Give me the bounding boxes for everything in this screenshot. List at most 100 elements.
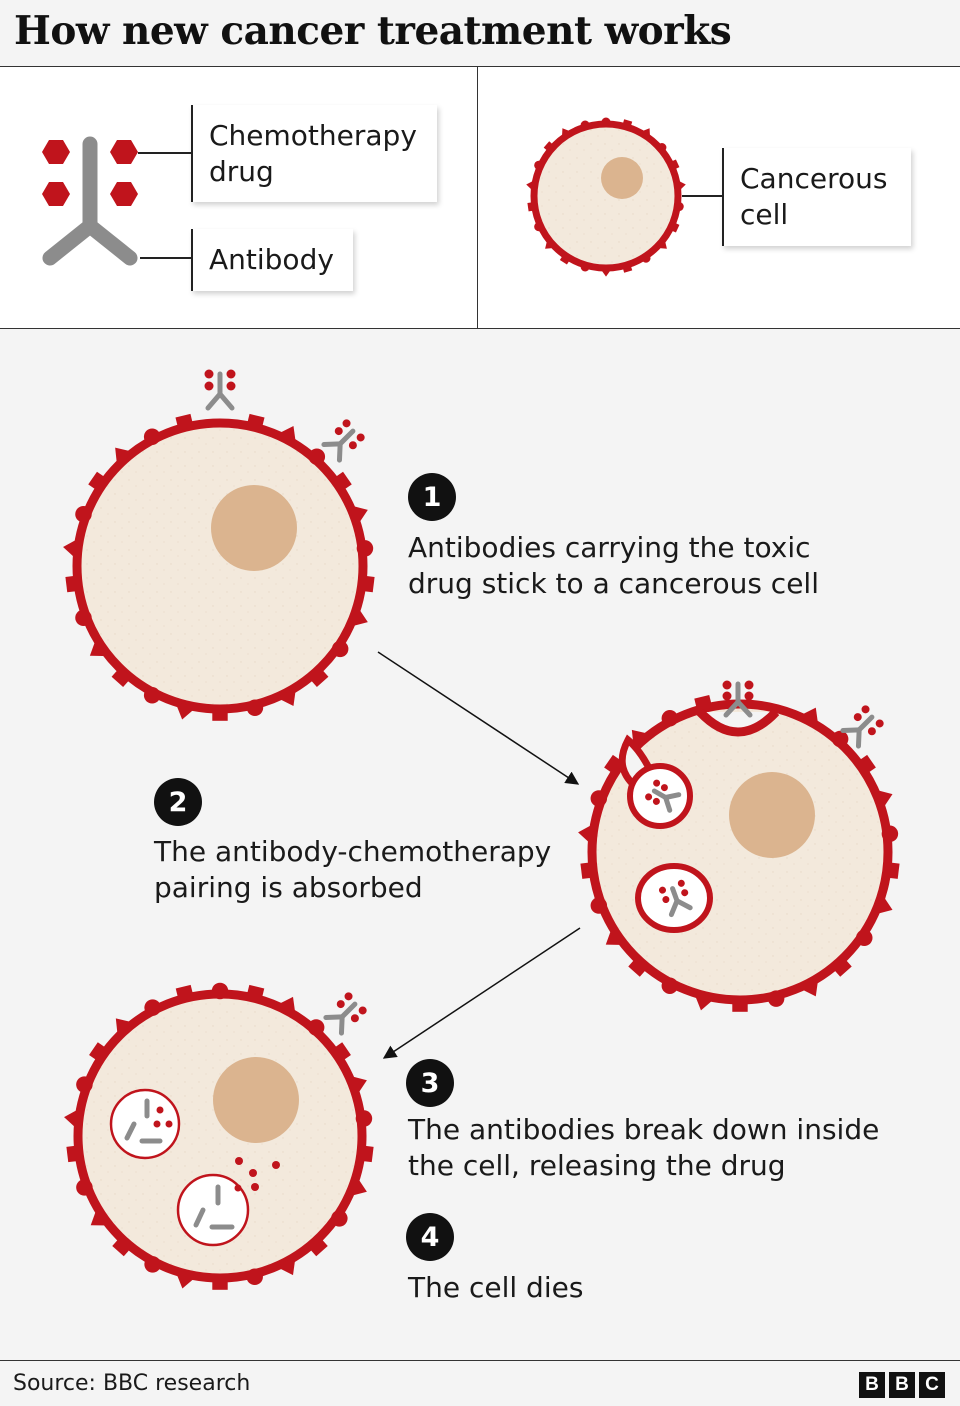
membrane-bump (90, 1207, 110, 1226)
membrane-bump (144, 999, 161, 1016)
membrane-bump (578, 823, 595, 846)
membrane-bump (115, 1018, 135, 1038)
membrane-bump (881, 825, 899, 843)
footer-rule (0, 1360, 960, 1361)
membrane-bump (308, 448, 326, 465)
membrane-bump (639, 128, 651, 139)
membrane-bump (111, 666, 132, 687)
membrane-bump (601, 117, 611, 127)
step-2-number: 2 (154, 778, 202, 826)
membrane-bump (76, 1076, 93, 1093)
membrane-bump (798, 707, 819, 727)
key-antibody-drug-icon (42, 136, 192, 266)
membrane-bump (246, 1268, 263, 1286)
membrane-bump (545, 238, 556, 249)
key-divider (477, 67, 478, 328)
membrane-bump (331, 1042, 351, 1063)
membrane-bump (732, 998, 748, 1012)
membrane-bump (527, 202, 536, 212)
membrane-bump (534, 222, 544, 232)
membrane-bump (175, 413, 194, 431)
cell-step-1 (63, 369, 375, 721)
step-4-number: 4 (406, 1213, 454, 1261)
membrane-bump (358, 1145, 374, 1163)
membrane-bump (276, 426, 297, 445)
membrane-bump (590, 790, 608, 807)
logo-letter: C (919, 1372, 945, 1398)
antibody-drug-icon (321, 419, 365, 463)
membrane-bump (112, 1236, 133, 1257)
membrane-bump (767, 990, 785, 1007)
membrane-bump (88, 471, 108, 492)
page-title: How new cancer treatment works (14, 8, 732, 54)
membrane-bump (693, 992, 716, 1011)
membrane-bump (856, 929, 873, 947)
membrane-bump (65, 575, 81, 593)
membrane-bump (63, 537, 80, 560)
membrane-bump (246, 984, 265, 1002)
membrane-bump (561, 128, 573, 139)
membrane-bump (580, 862, 596, 879)
membrane-bump (359, 575, 375, 593)
membrane-bump (534, 160, 544, 170)
membrane-bump (276, 687, 297, 706)
membrane-bump (355, 1110, 373, 1127)
step-1-text: Antibodies carrying the toxic drug stick… (408, 531, 819, 600)
membrane-bump (349, 606, 368, 627)
membrane-bump (89, 638, 109, 657)
membrane-bump (246, 413, 265, 431)
membrane-bump (641, 253, 651, 263)
cell-step-3 (64, 982, 374, 1290)
membrane-bump (175, 1270, 197, 1289)
membrane-bump (349, 505, 368, 526)
membrane-bump (798, 977, 819, 997)
antibody-drug-icon (204, 369, 236, 411)
membrane-bump (212, 707, 228, 721)
membrane-bump (831, 956, 852, 977)
step-4-text: The cell dies (408, 1271, 584, 1304)
membrane-bump (66, 1145, 82, 1163)
membrane-bump (331, 1210, 348, 1227)
drug-label: Chemotherapy drug (191, 105, 437, 202)
membrane-bump (661, 977, 679, 994)
membrane-bump (605, 926, 625, 945)
arrow-step-1-to-2 (377, 651, 580, 785)
membrane-bump (676, 179, 686, 192)
membrane-bump (348, 1175, 367, 1197)
membrane-bump (76, 1179, 93, 1196)
membrane-bump (580, 262, 590, 272)
membrane-bump (348, 1075, 367, 1097)
membrane-bump (622, 119, 633, 129)
membrane-bump (559, 253, 571, 265)
membrane-bump (175, 984, 194, 1002)
membrane-bump (628, 956, 649, 977)
membrane-bump (622, 263, 633, 273)
membrane-bump (307, 1019, 325, 1036)
membrane-bump (332, 471, 352, 492)
membrane-bump (600, 268, 612, 277)
membrane-bump (246, 699, 264, 717)
membrane-bump (331, 640, 349, 658)
membrane-bump (656, 238, 667, 249)
membrane-bump (580, 120, 590, 130)
cell-step-2 (578, 680, 900, 1012)
membrane-bump (307, 1236, 328, 1257)
membrane-bump (64, 1108, 81, 1130)
cell-label: Cancerous cell (722, 148, 911, 246)
arrow-step-2-to-3 (382, 927, 581, 1059)
membrane-bump (276, 996, 296, 1016)
membrane-bump (143, 687, 161, 704)
logo-letter: B (859, 1372, 885, 1398)
membrane-bump (669, 159, 680, 171)
membrane-bump (884, 862, 900, 879)
antibody-label: Antibody (191, 229, 353, 291)
source-note: Source: BBC research (13, 1371, 251, 1396)
step-3-text: The antibodies break down inside the cel… (408, 1113, 880, 1182)
membrane-bump (874, 789, 893, 810)
membrane-bump (212, 1276, 228, 1290)
membrane-bump (276, 1256, 296, 1276)
membrane-bump (356, 540, 374, 557)
membrane-bump (75, 505, 92, 523)
membrane-bump (543, 141, 555, 153)
